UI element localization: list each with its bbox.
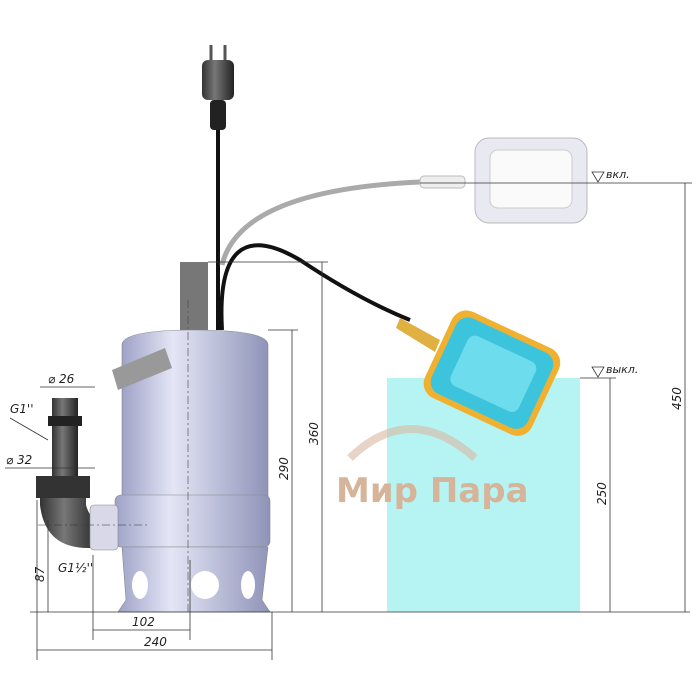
float-switch-off bbox=[396, 310, 561, 436]
power-plug-icon bbox=[202, 45, 234, 330]
label-thread-pump: G1½'' bbox=[58, 561, 93, 575]
label-switch-on-height: 450 bbox=[670, 387, 684, 410]
label-switch-off: выкл. bbox=[606, 363, 638, 376]
float-switch-on bbox=[419, 137, 588, 224]
label-outlet-height: 87 bbox=[33, 566, 47, 582]
label-total-height: 360 bbox=[307, 422, 321, 445]
dimension-lines bbox=[5, 171, 692, 660]
label-body-height: 290 bbox=[277, 457, 291, 480]
watermark-logo: Мир Пара bbox=[336, 425, 529, 511]
label-outlet-offset: 102 bbox=[132, 615, 155, 629]
watermark-text: Мир Пара bbox=[336, 471, 529, 511]
label-hose-diameter: ⌀ 32 bbox=[6, 453, 32, 467]
float-cable-black bbox=[219, 243, 411, 331]
float-cable-gray bbox=[219, 177, 456, 266]
pump-body bbox=[112, 262, 271, 615]
label-total-width: 240 bbox=[144, 635, 167, 649]
label-switch-on: вкл. bbox=[606, 168, 630, 181]
label-switch-off-height: 250 bbox=[595, 482, 609, 505]
label-thread-outlet: G1'' bbox=[10, 402, 34, 416]
label-outlet-diameter: ⌀ 26 bbox=[48, 372, 75, 386]
